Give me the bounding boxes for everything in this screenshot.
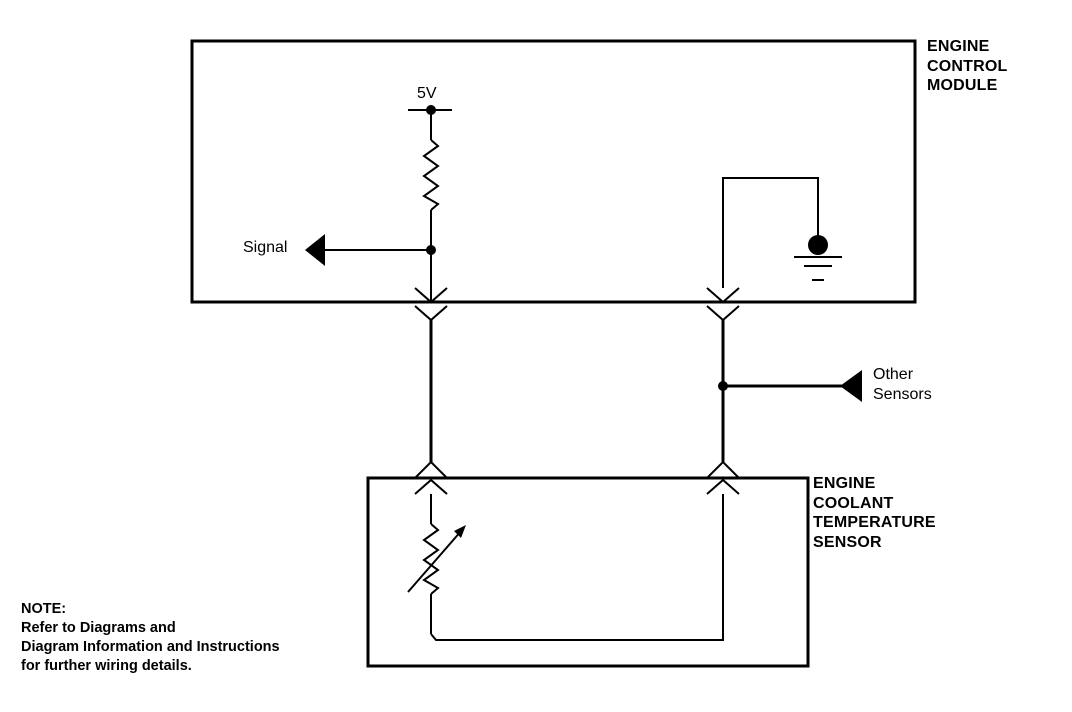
sensor-connector-left-upper [414, 460, 448, 479]
pull-up-resistor [422, 139, 440, 211]
signal-label: Signal [243, 239, 288, 256]
note-block: NOTE: Refer to Diagrams and Diagram Info… [21, 600, 280, 675]
ecm-connector-left-lower [414, 305, 448, 322]
ground-wire [722, 177, 819, 288]
ecm-label: ENGINE CONTROL MODULE [927, 37, 1008, 96]
note-line: Diagram Information and Instructions [21, 638, 280, 655]
sensor-label-line: ENGINE [813, 475, 876, 492]
sensor-return-wire [430, 494, 724, 641]
note-line: Refer to Diagrams and [21, 619, 176, 636]
ground-dot [808, 235, 828, 255]
signal-arrow [305, 234, 325, 266]
ecm-label-line: MODULE [927, 77, 998, 95]
sensor-label: ENGINE COOLANT TEMPERATURE SENSOR [813, 474, 936, 552]
other-sensors-label-line: Other [873, 366, 914, 383]
ecm-connector-left [414, 287, 448, 304]
ecm-box [190, 39, 917, 304]
supply-node [426, 105, 436, 115]
ecm-connector-right [706, 287, 740, 304]
thermistor-arrow-head [454, 525, 466, 538]
sensor-box [366, 476, 810, 668]
sensor-label-line: SENSOR [813, 533, 882, 551]
other-sensors-node [718, 381, 728, 391]
other-sensors-arrow [840, 370, 862, 402]
thermistor [422, 523, 440, 595]
ecm-label-line: CONTROL [927, 57, 1008, 75]
sensor-connector-right-upper [706, 460, 740, 479]
other-sensors-label: Other Sensors [873, 365, 932, 404]
other-sensors-label-line: Sensors [873, 385, 932, 403]
voltage-label: 5V [417, 85, 437, 102]
sensor-label-line: TEMPERATURE [813, 514, 936, 532]
sensor-connector-right [706, 478, 740, 495]
thermistor-arrow-shaft [407, 529, 463, 593]
note-line: for further wiring details. [21, 657, 192, 674]
sensor-connector-left [414, 478, 448, 495]
ecm-label-line: ENGINE [927, 38, 990, 55]
note-line: NOTE: [21, 601, 67, 617]
ecm-connector-right-lower [706, 305, 740, 322]
sensor-label-line: COOLANT [813, 494, 894, 512]
signal-node [426, 245, 436, 255]
